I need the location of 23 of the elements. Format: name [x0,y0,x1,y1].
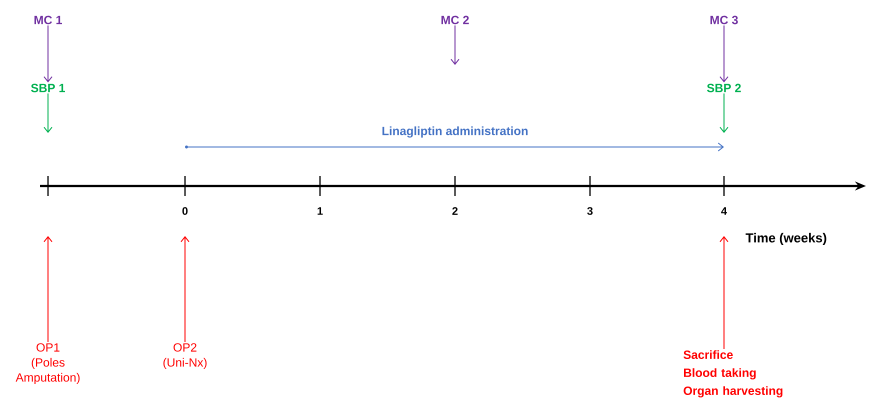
event-label: SBP 1 [31,84,65,92]
event-label: MC 3 [710,16,738,24]
tick-label: 1 [318,207,323,215]
arrow [450,24,460,65]
event-label: SBP 2 [707,84,741,92]
arrow [44,236,52,342]
event-label: Sacrifice Blood taking Organ harvesting [684,350,782,398]
arrow [720,24,728,83]
arrow [720,92,728,133]
tick-label: 2 [452,207,458,215]
arrow [44,92,52,133]
duration-label: Linagliptin administration [382,126,528,138]
arrow [180,236,190,342]
event-label: MC 2 [441,16,469,24]
tick-label: 4 [721,207,727,215]
event-label: MC 1 [34,16,62,24]
arrow [44,24,52,83]
tick-label: 0 [182,207,188,215]
tick-label: 3 [587,207,593,215]
axis-title: Time (weeks) [746,232,826,246]
event-label: OP1 (Poles Amputation) [16,343,80,384]
arrow [720,236,728,350]
event-label: OP2 (Uni-Nx) [163,343,207,370]
